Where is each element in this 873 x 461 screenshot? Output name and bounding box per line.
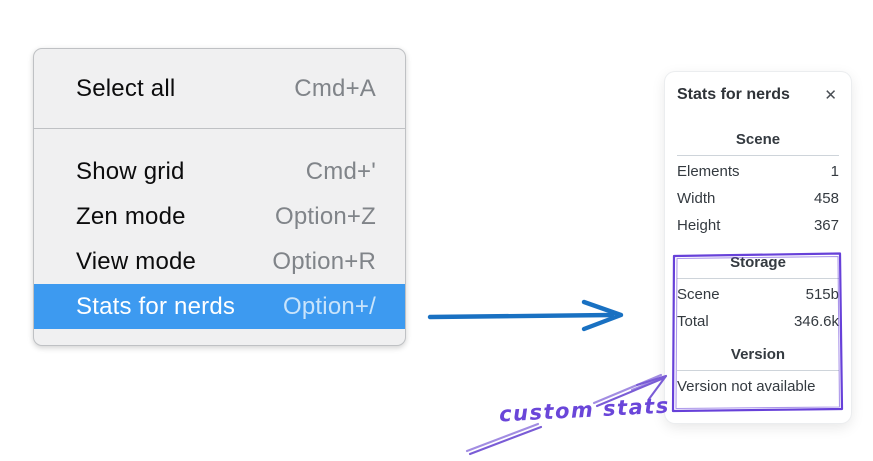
menu-item-shortcut: Cmd+' xyxy=(305,157,376,185)
section-title: Storage xyxy=(730,254,786,271)
close-button[interactable]: ✕ xyxy=(824,88,837,103)
stat-label: Width xyxy=(677,190,716,207)
menu-item-shortcut: Option+R xyxy=(272,247,376,275)
stats-section-storage: Storage Scene 515b Total 346.6k xyxy=(665,253,851,335)
menu-section: Show grid Cmd+' Zen mode Option+Z View m… xyxy=(34,129,405,329)
menu-item-label: Stats for nerds xyxy=(76,292,236,320)
stat-value: 367 xyxy=(813,217,839,234)
stat-row: Width 458 xyxy=(665,185,851,212)
section-title: Version xyxy=(730,346,786,363)
menu-item-stats-for-nerds[interactable]: Stats for nerds Option+/ xyxy=(34,284,405,329)
stat-row: Elements 1 xyxy=(665,158,851,185)
custom-stats-annotation: custom stats xyxy=(498,393,671,427)
stat-value: 515b xyxy=(805,286,839,303)
menu-item-shortcut: Option+/ xyxy=(283,292,376,320)
menu-item-show-grid[interactable]: Show grid Cmd+' xyxy=(34,149,405,194)
menu-item-label: Select all xyxy=(76,74,176,102)
menu-item-label: Show grid xyxy=(76,157,185,185)
section-divider xyxy=(677,278,839,279)
stats-panel-header: Stats for nerds ✕ xyxy=(665,72,851,104)
context-menu: Select all Cmd+A Show grid Cmd+' Zen mod… xyxy=(33,48,406,346)
section-rows: Scene 515b Total 346.6k xyxy=(665,281,851,335)
stat-value: 346.6k xyxy=(793,313,839,330)
section-divider xyxy=(677,370,839,371)
stat-label: Height xyxy=(677,217,721,234)
close-icon: ✕ xyxy=(824,86,837,104)
menu-item-shortcut: Option+Z xyxy=(275,202,376,230)
stats-section-version: Version Version not available xyxy=(665,345,851,400)
menu-item-label: View mode xyxy=(76,247,197,275)
menu-item-view-mode[interactable]: View mode Option+R xyxy=(34,239,405,284)
flow-arrow xyxy=(427,299,624,332)
menu-item-zen-mode[interactable]: Zen mode Option+Z xyxy=(34,194,405,239)
stats-section-scene: Scene Elements 1 Width 458 Height 367 xyxy=(665,130,851,239)
stat-label: Total xyxy=(677,313,709,330)
section-rows: Elements 1 Width 458 Height 367 xyxy=(665,158,851,239)
stats-panel: Stats for nerds ✕ Scene Elements 1 Width… xyxy=(665,72,851,423)
stat-value: 1 xyxy=(830,163,839,180)
stat-label: Elements xyxy=(677,163,740,180)
stat-row: Height 367 xyxy=(665,212,851,239)
menu-item-select-all[interactable]: Select all Cmd+A xyxy=(34,49,405,128)
stat-label: Scene xyxy=(677,286,720,303)
section-title: Scene xyxy=(735,131,781,148)
stat-value: 458 xyxy=(813,190,839,207)
version-note: Version not available xyxy=(677,378,816,395)
stat-row: Scene 515b xyxy=(665,281,851,308)
menu-item-label: Zen mode xyxy=(76,202,186,230)
stat-row: Total 346.6k xyxy=(665,308,851,335)
section-divider xyxy=(677,155,839,156)
menu-item-shortcut: Cmd+A xyxy=(294,74,376,102)
menu-divider xyxy=(34,128,405,129)
stats-panel-title: Stats for nerds xyxy=(677,86,790,103)
